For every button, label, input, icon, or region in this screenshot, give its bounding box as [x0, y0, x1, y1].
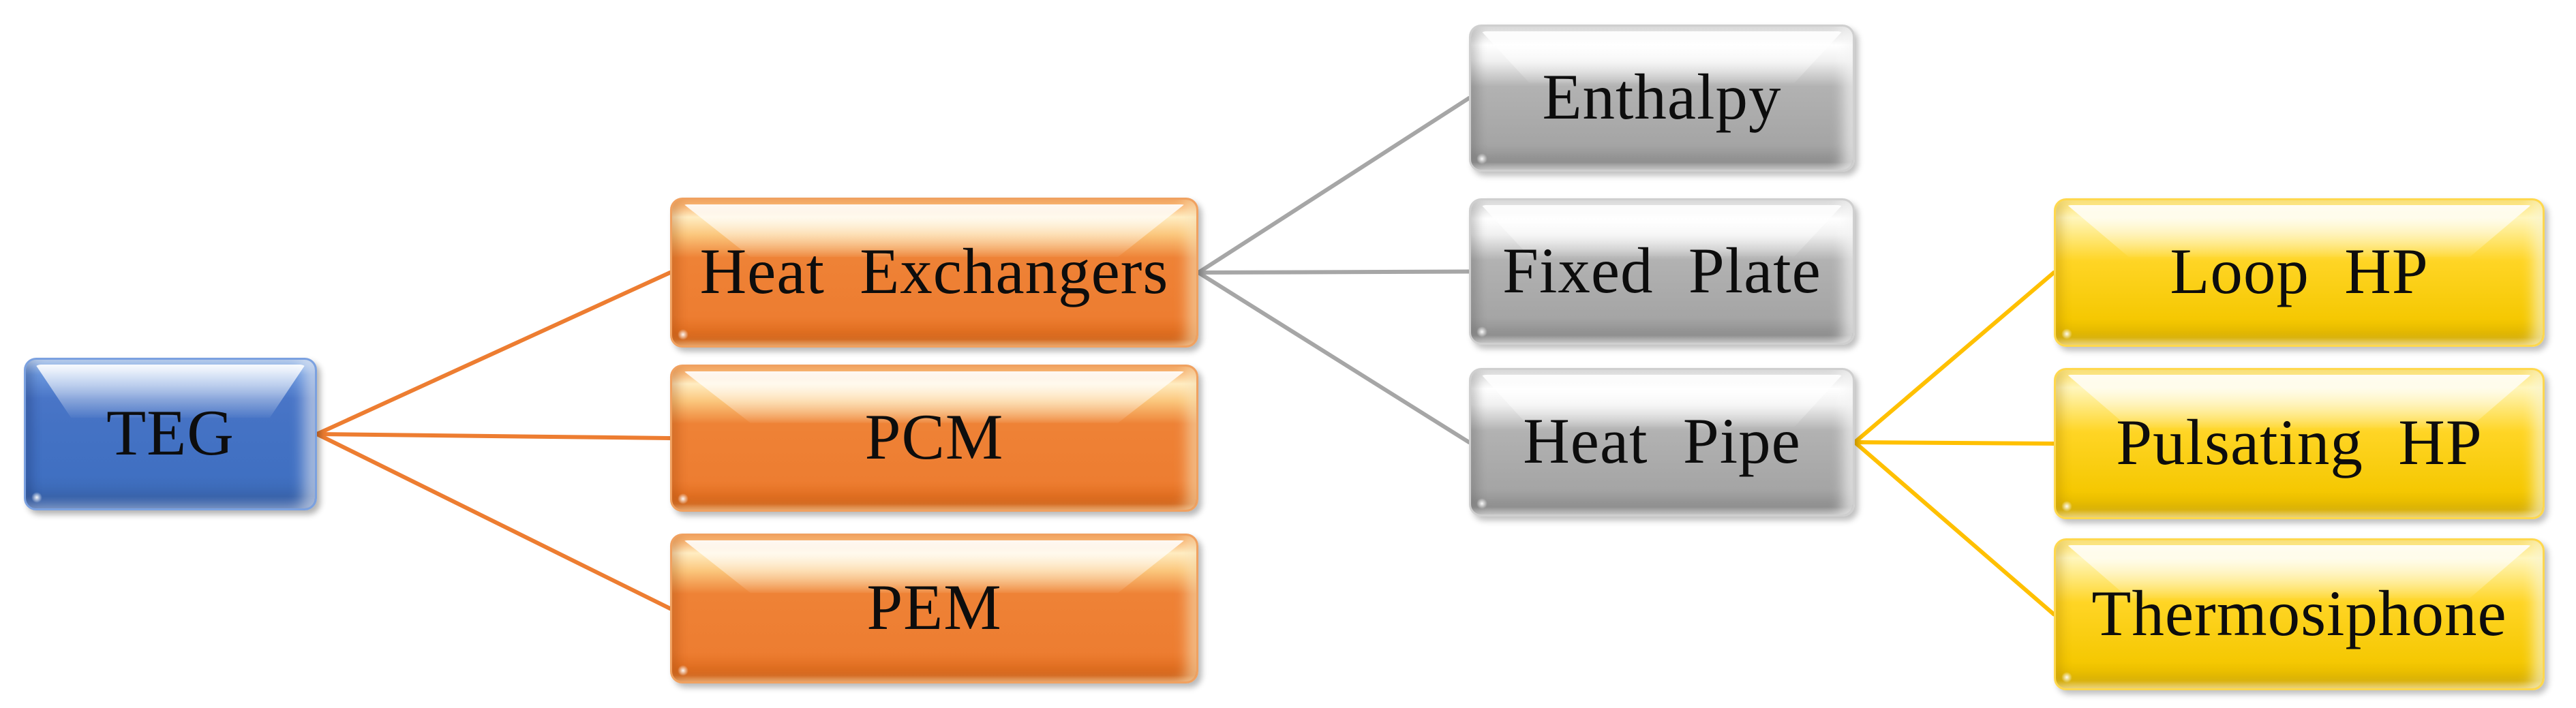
- connector-line: [1853, 440, 2056, 617]
- node-pem-label: PEM: [866, 571, 1002, 643]
- connector-line: [315, 432, 672, 611]
- connector-line: [1196, 269, 1471, 275]
- node-pcm: PCM: [670, 365, 1198, 512]
- connector-line: [1196, 271, 1471, 444]
- node-pem: PEM: [670, 534, 1198, 683]
- node-enthalpy: Enthalpy: [1469, 25, 1855, 172]
- node-heat-exchangers-label: Heat Exchangers: [699, 235, 1169, 307]
- node-fixed-plate-label: Fixed Plate: [1502, 234, 1821, 307]
- node-enthalpy-label: Enthalpy: [1542, 61, 1782, 133]
- node-thermosiphone-label: Thermosiphone: [2091, 576, 2507, 649]
- connector-line: [1196, 96, 1471, 275]
- node-teg-label: TEG: [106, 397, 234, 469]
- node-heat-pipe: Heat Pipe: [1469, 368, 1855, 517]
- node-pcm-label: PCM: [864, 401, 1004, 473]
- connector-line: [1853, 440, 2056, 446]
- node-pulsating-hp-label: Pulsating HP: [2116, 406, 2483, 478]
- node-fixed-plate: Fixed Plate: [1469, 198, 1855, 345]
- node-heat-pipe-label: Heat Pipe: [1523, 405, 1801, 477]
- node-teg: TEG: [24, 358, 317, 510]
- node-heat-exchangers: Heat Exchangers: [670, 198, 1198, 348]
- connector-line: [1853, 271, 2056, 444]
- node-thermosiphone: Thermosiphone: [2054, 538, 2545, 690]
- node-pulsating-hp: Pulsating HP: [2054, 368, 2545, 519]
- node-loop-hp: Loop HP: [2054, 198, 2545, 347]
- connector-line: [315, 432, 672, 440]
- node-loop-hp-label: Loop HP: [2170, 235, 2429, 307]
- connector-line: [315, 271, 672, 436]
